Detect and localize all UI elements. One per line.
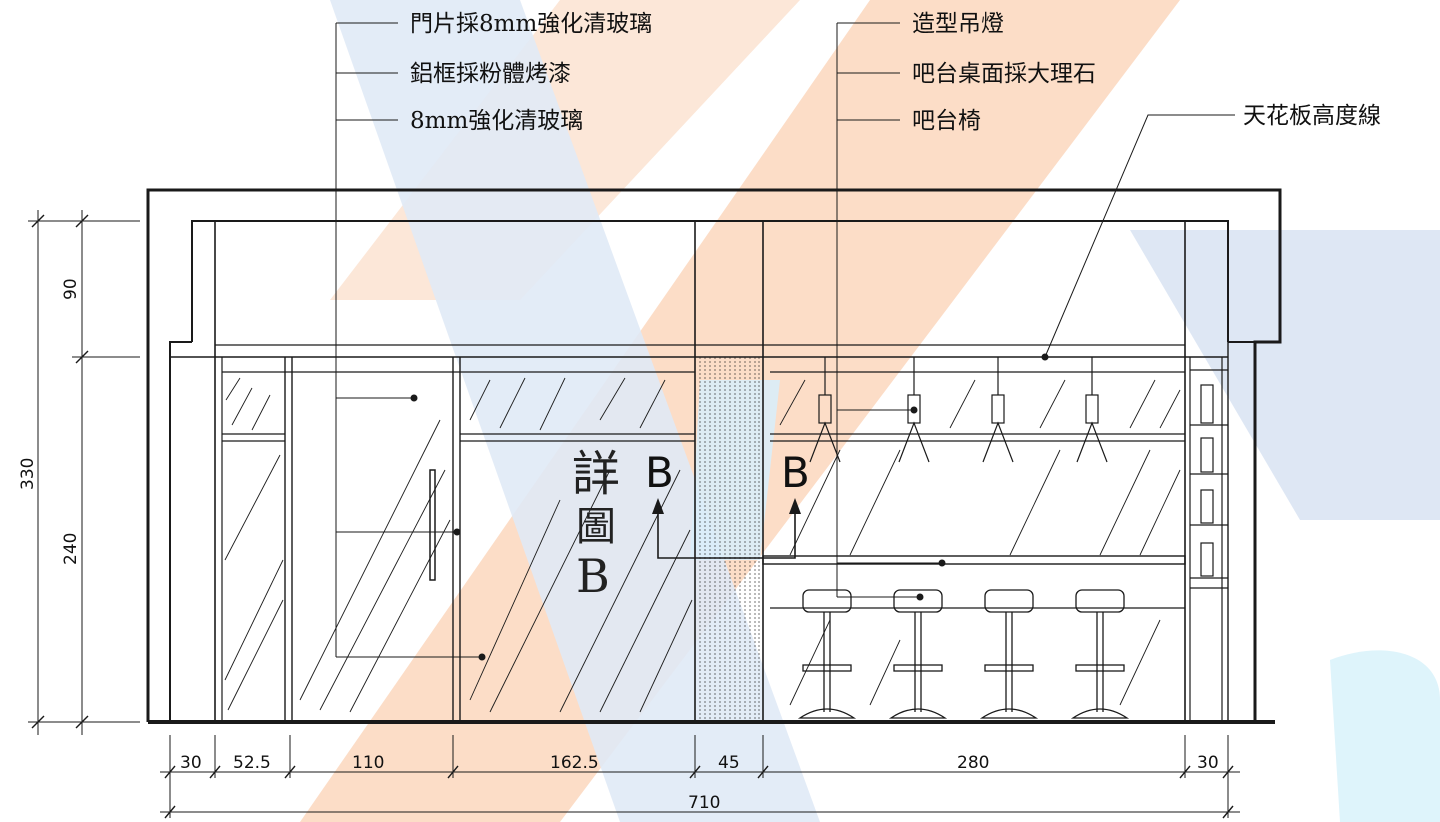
- callout-glass: 8mm強化清玻璃: [410, 108, 583, 134]
- callout-ceiling: 天花板高度線: [1243, 103, 1381, 129]
- dim-52-5: 52.5: [233, 753, 271, 773]
- bar-stools: [797, 589, 1130, 719]
- detail-letter: B: [576, 549, 610, 603]
- pendant-lamps: [809, 357, 1108, 463]
- dim-45: 45: [718, 753, 740, 773]
- dim-330: 330: [18, 458, 38, 490]
- door-handle: [429, 469, 436, 581]
- callout-bartop: 吧台桌面採大理石: [912, 61, 1096, 87]
- callout-lamp: 造型吊燈: [912, 11, 1004, 37]
- section-arrow-right: [789, 498, 801, 514]
- leader-dots: [410, 353, 1049, 661]
- column-hatch: [699, 357, 760, 722]
- drawing-lines: [28, 22, 1282, 819]
- dim-162-5: 162.5: [550, 753, 599, 773]
- right-shelves: [1189, 357, 1228, 722]
- section-marker-b-left: B: [645, 448, 674, 497]
- dim-30-left: 30: [180, 753, 202, 773]
- section-arrow-left: [652, 498, 664, 514]
- callout-frame: 鋁框採粉體烤漆: [410, 61, 571, 87]
- outer-wall: [146, 188, 1282, 722]
- detail-char-2: 圖: [576, 504, 616, 550]
- section-marker-lines: [657, 510, 796, 559]
- dimension-ticks: [31, 214, 1234, 819]
- section-marker-b-right: B: [781, 448, 810, 497]
- dimension-lines: [28, 210, 1240, 818]
- dim-280: 280: [957, 753, 989, 773]
- dim-total-710: 710: [688, 793, 720, 813]
- dim-30-right: 30: [1197, 753, 1219, 773]
- dim-90: 90: [61, 278, 81, 300]
- ceiling-box: [191, 220, 1229, 342]
- glass-door: [291, 371, 454, 723]
- dim-240: 240: [61, 533, 81, 565]
- dim-110: 110: [352, 753, 384, 773]
- callout-door: 門片採8mm強化清玻璃: [410, 11, 652, 37]
- leader-lines: [335, 22, 1235, 658]
- callout-stool: 吧台椅: [912, 108, 981, 134]
- bar-counter-top: [762, 555, 1186, 565]
- detail-char-1: 詳: [572, 446, 620, 502]
